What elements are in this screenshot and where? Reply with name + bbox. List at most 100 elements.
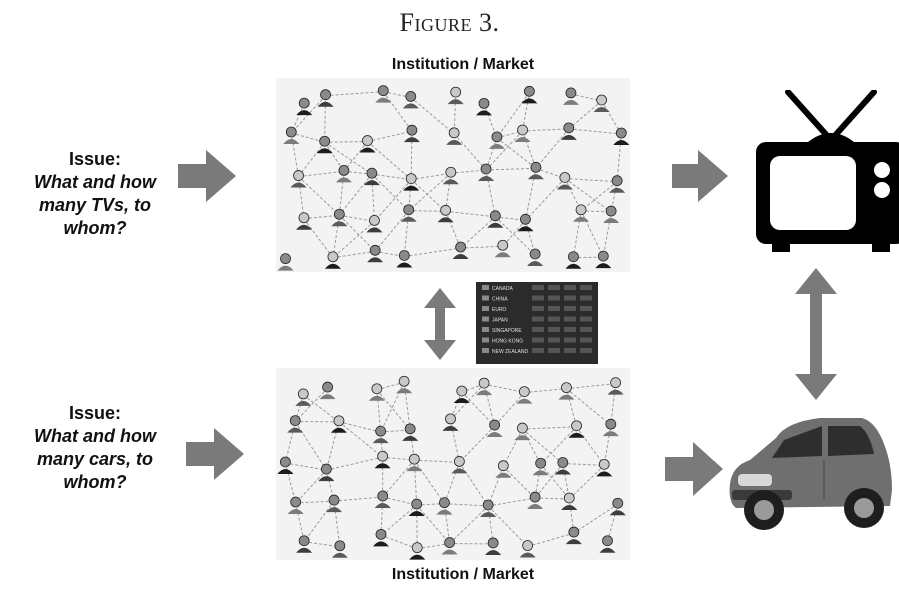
network-link — [411, 172, 451, 181]
network-link — [450, 169, 487, 174]
person-icon — [326, 494, 343, 513]
network-link — [371, 173, 412, 181]
network-link — [295, 500, 335, 504]
bottom-network-image — [276, 368, 630, 560]
network-link — [382, 496, 417, 506]
board-cell — [564, 295, 576, 301]
network-link — [449, 505, 489, 544]
person-icon — [396, 250, 413, 268]
person-icon — [295, 212, 312, 230]
board-cell — [532, 337, 544, 343]
person-icon — [331, 540, 348, 558]
board-row-label: CHINA — [492, 297, 508, 303]
network-link — [444, 503, 489, 507]
network-link — [298, 176, 340, 216]
flag-icon — [482, 337, 489, 343]
flag-icon — [482, 316, 489, 322]
board-cell — [548, 337, 560, 343]
person-icon — [561, 492, 578, 510]
network-link — [461, 391, 495, 427]
network-link — [502, 428, 523, 467]
network-link — [522, 426, 577, 430]
board-cell — [532, 327, 544, 332]
person-icon — [319, 381, 336, 400]
person-icon — [573, 204, 590, 222]
network-link — [522, 128, 569, 132]
board-row-label: SINGAPORE — [492, 328, 522, 334]
board-row-label: JAPAN — [492, 318, 508, 324]
network-link — [485, 137, 498, 171]
network-link — [535, 497, 570, 500]
person-icon — [406, 453, 423, 472]
top-issue: Issue: What and how many TVs, to whom? — [20, 148, 170, 240]
person-icon — [609, 175, 626, 193]
person-icon — [593, 94, 610, 112]
tv-icon — [756, 90, 899, 252]
person-icon — [374, 450, 391, 469]
person-icon — [495, 460, 512, 478]
network-link — [380, 534, 418, 550]
network-link — [566, 388, 612, 426]
network-link — [524, 220, 536, 256]
network-link — [535, 128, 570, 169]
board-row-label: CANADA — [492, 286, 514, 292]
network-link — [338, 421, 381, 433]
person-icon — [527, 161, 544, 180]
person-icon — [368, 383, 385, 401]
person-icon — [402, 423, 419, 441]
network-link — [325, 91, 384, 97]
network-link — [564, 177, 618, 183]
person-icon — [480, 499, 497, 517]
figure-title: Figure 3. — [399, 8, 500, 37]
network-link — [367, 130, 413, 143]
board-cell — [580, 306, 592, 311]
board-cell — [532, 316, 544, 322]
person-icon — [367, 244, 384, 263]
board-cell — [548, 295, 560, 301]
board-cell — [580, 348, 592, 353]
person-icon — [372, 425, 389, 444]
person-icon — [494, 239, 511, 258]
network-link — [540, 463, 570, 500]
board-cell — [532, 285, 544, 290]
person-icon — [277, 456, 294, 474]
network-link — [410, 97, 455, 135]
network-link — [291, 132, 325, 143]
top-network-label: Institution / Market — [391, 56, 535, 73]
person-icon — [316, 135, 333, 154]
person-icon — [296, 535, 313, 553]
board-cell — [532, 295, 544, 301]
network-link — [527, 532, 574, 548]
person-icon — [478, 163, 495, 181]
person-icon — [527, 491, 544, 510]
board-cell — [580, 327, 592, 332]
person-icon — [296, 97, 313, 116]
board-cell — [548, 316, 560, 322]
network-link — [488, 497, 536, 507]
network-link — [534, 464, 542, 499]
network-link — [298, 141, 326, 177]
person-icon — [335, 164, 352, 183]
network-link — [325, 421, 340, 471]
bottom-issue: Issue: What and how many cars, to whom? — [20, 402, 170, 494]
arrow-right-icon — [672, 150, 728, 202]
person-icon — [568, 420, 585, 438]
person-icon — [402, 91, 419, 109]
person-icon — [317, 89, 334, 107]
board-row-label: EURO — [492, 307, 507, 313]
flag-icon — [482, 348, 489, 353]
network-link — [487, 505, 529, 547]
person-icon — [437, 204, 454, 223]
board-cell — [580, 285, 592, 290]
network-link — [450, 383, 485, 421]
person-icon — [331, 208, 348, 227]
network-link — [332, 250, 376, 259]
person-icon — [372, 528, 389, 547]
person-icon — [595, 250, 612, 269]
network-link — [568, 465, 605, 500]
network-link — [484, 383, 525, 394]
board-cell — [548, 285, 560, 290]
person-icon — [476, 377, 493, 396]
network-link — [376, 389, 411, 431]
